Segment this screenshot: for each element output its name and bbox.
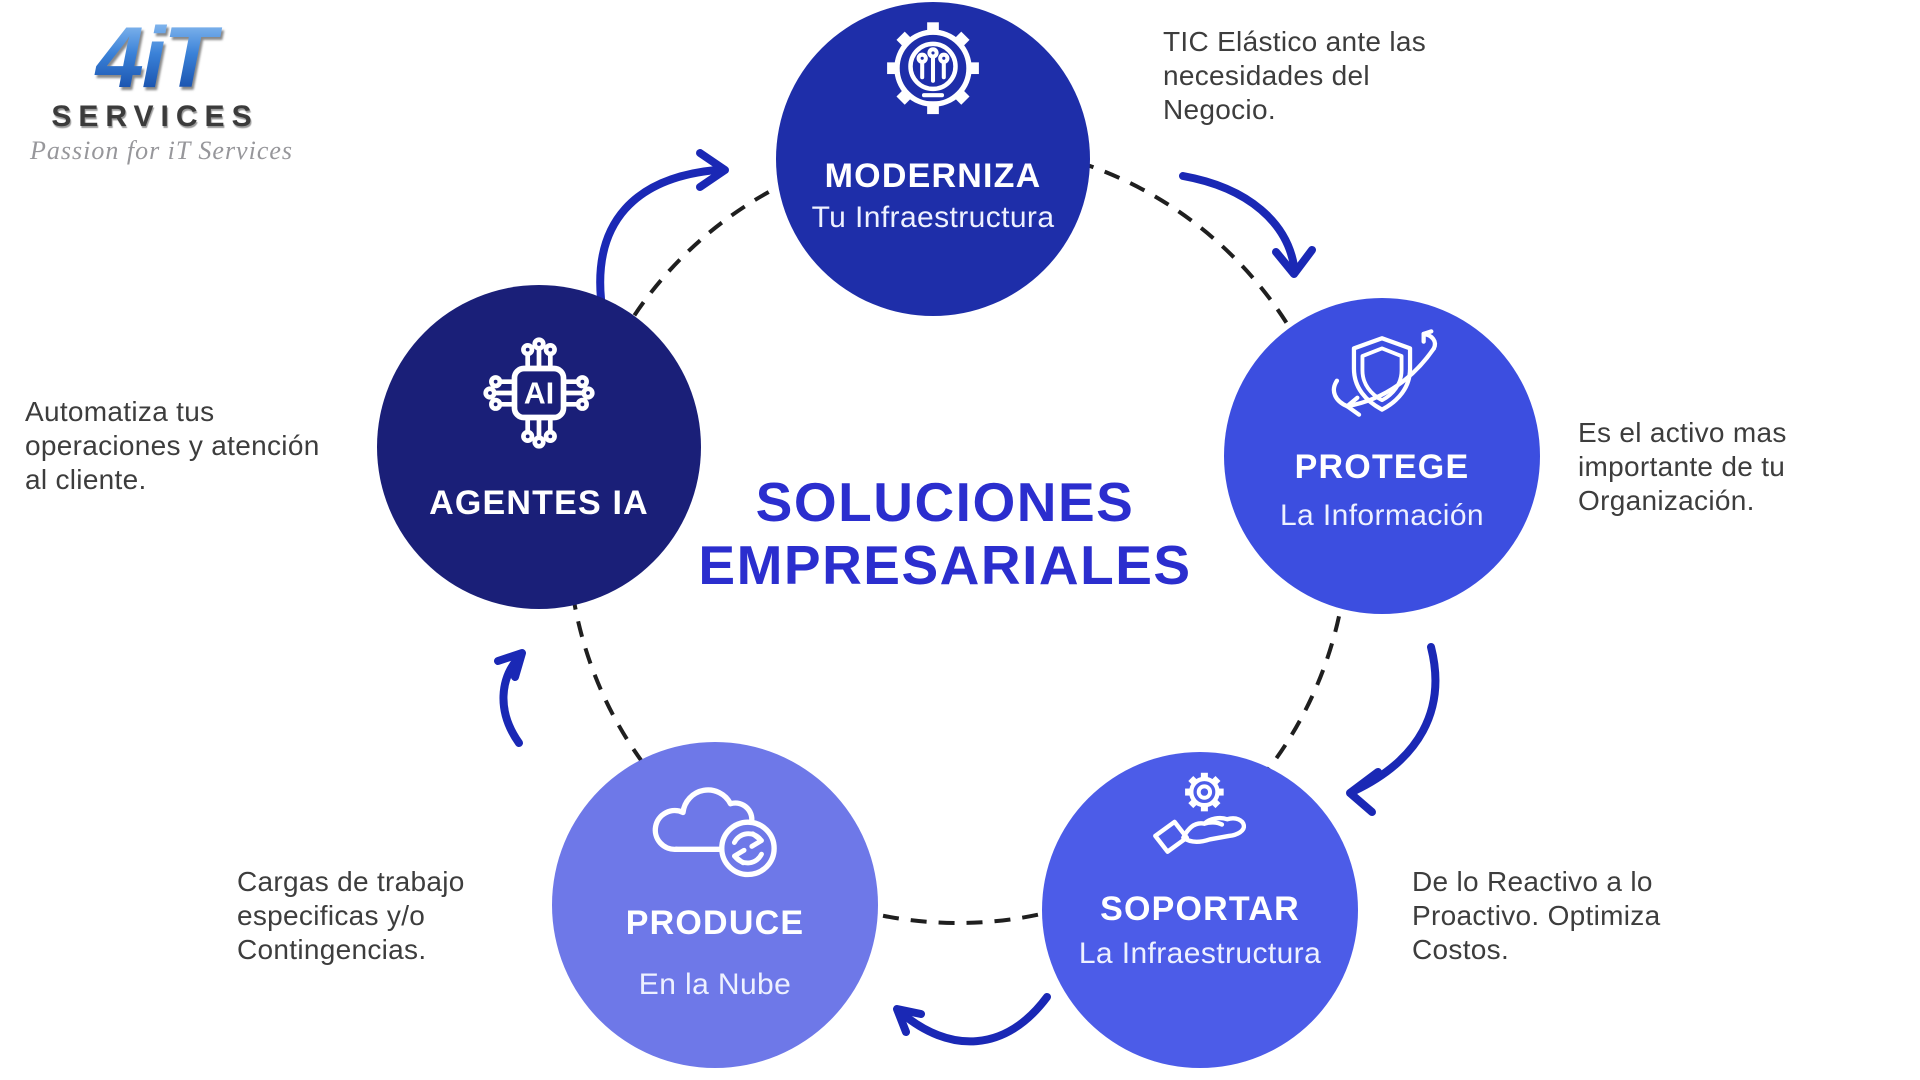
diagram-title: SOLUCIONES EMPRESARIALES bbox=[650, 471, 1240, 597]
note-protege: Es el activo mas importante de tu Organi… bbox=[1578, 417, 1787, 516]
diagram-title-line1: SOLUCIONES bbox=[755, 471, 1135, 533]
arrow-produce-to-agentes bbox=[494, 649, 526, 747]
gear-lightbulb-icon bbox=[887, 22, 979, 115]
logo-company-name: SERVICES bbox=[51, 100, 259, 133]
node-protege-title: PROTEGE bbox=[1294, 448, 1470, 486]
arrow-agentes-to-moderniza bbox=[596, 149, 729, 303]
node-soportar-title: SOPORTAR bbox=[1100, 890, 1300, 928]
note-soportar: De lo Reactivo a lo Proactivo. Optimiza … bbox=[1412, 866, 1661, 965]
node-agentes: AI AGENTES IA bbox=[377, 285, 701, 609]
node-produce-subtitle: En la Nube bbox=[638, 968, 792, 1001]
note-agentes: Automatiza tus operaciones y atención al… bbox=[25, 396, 320, 495]
node-moderniza-subtitle: Tu Infraestructura bbox=[811, 201, 1055, 234]
company-logo: 4iT SERVICES Passion for iT Services bbox=[30, 12, 294, 166]
node-moderniza-title: MODERNIZA bbox=[824, 157, 1042, 195]
node-agentes-title: AGENTES IA bbox=[429, 484, 649, 522]
logo-tagline: Passion for iT Services bbox=[30, 136, 294, 165]
hand-gear-icon bbox=[1153, 772, 1247, 854]
node-soportar: SOPORTAR La Infraestructura bbox=[1042, 752, 1358, 1068]
node-protege: PROTEGE La Información bbox=[1224, 298, 1540, 614]
shield-orbit-icon bbox=[1331, 329, 1438, 417]
arrow-soportar-to-produce bbox=[893, 993, 1051, 1046]
ai-chip-icon: AI bbox=[483, 337, 595, 449]
ai-chip-label: AI bbox=[524, 377, 554, 410]
node-produce-title: PRODUCE bbox=[625, 904, 805, 942]
arrow-moderniza-to-protege bbox=[1179, 172, 1316, 278]
note-produce: Cargas de trabajo especificas y/o Contin… bbox=[237, 866, 465, 965]
node-protege-subtitle: La Información bbox=[1279, 499, 1485, 532]
node-moderniza: MODERNIZA Tu Infraestructura bbox=[776, 2, 1090, 316]
node-soportar-subtitle: La Infraestructura bbox=[1078, 937, 1322, 970]
note-moderniza: TIC Elástico ante las necesidades del Ne… bbox=[1163, 26, 1427, 125]
cloud-sync-icon bbox=[652, 787, 777, 878]
logo-brand-text: 4iT bbox=[30, 12, 280, 104]
arrow-protege-to-soportar bbox=[1346, 643, 1440, 816]
node-produce: PRODUCE En la Nube bbox=[552, 742, 878, 1068]
diagram-title-line2: EMPRESARIALES bbox=[698, 534, 1192, 596]
